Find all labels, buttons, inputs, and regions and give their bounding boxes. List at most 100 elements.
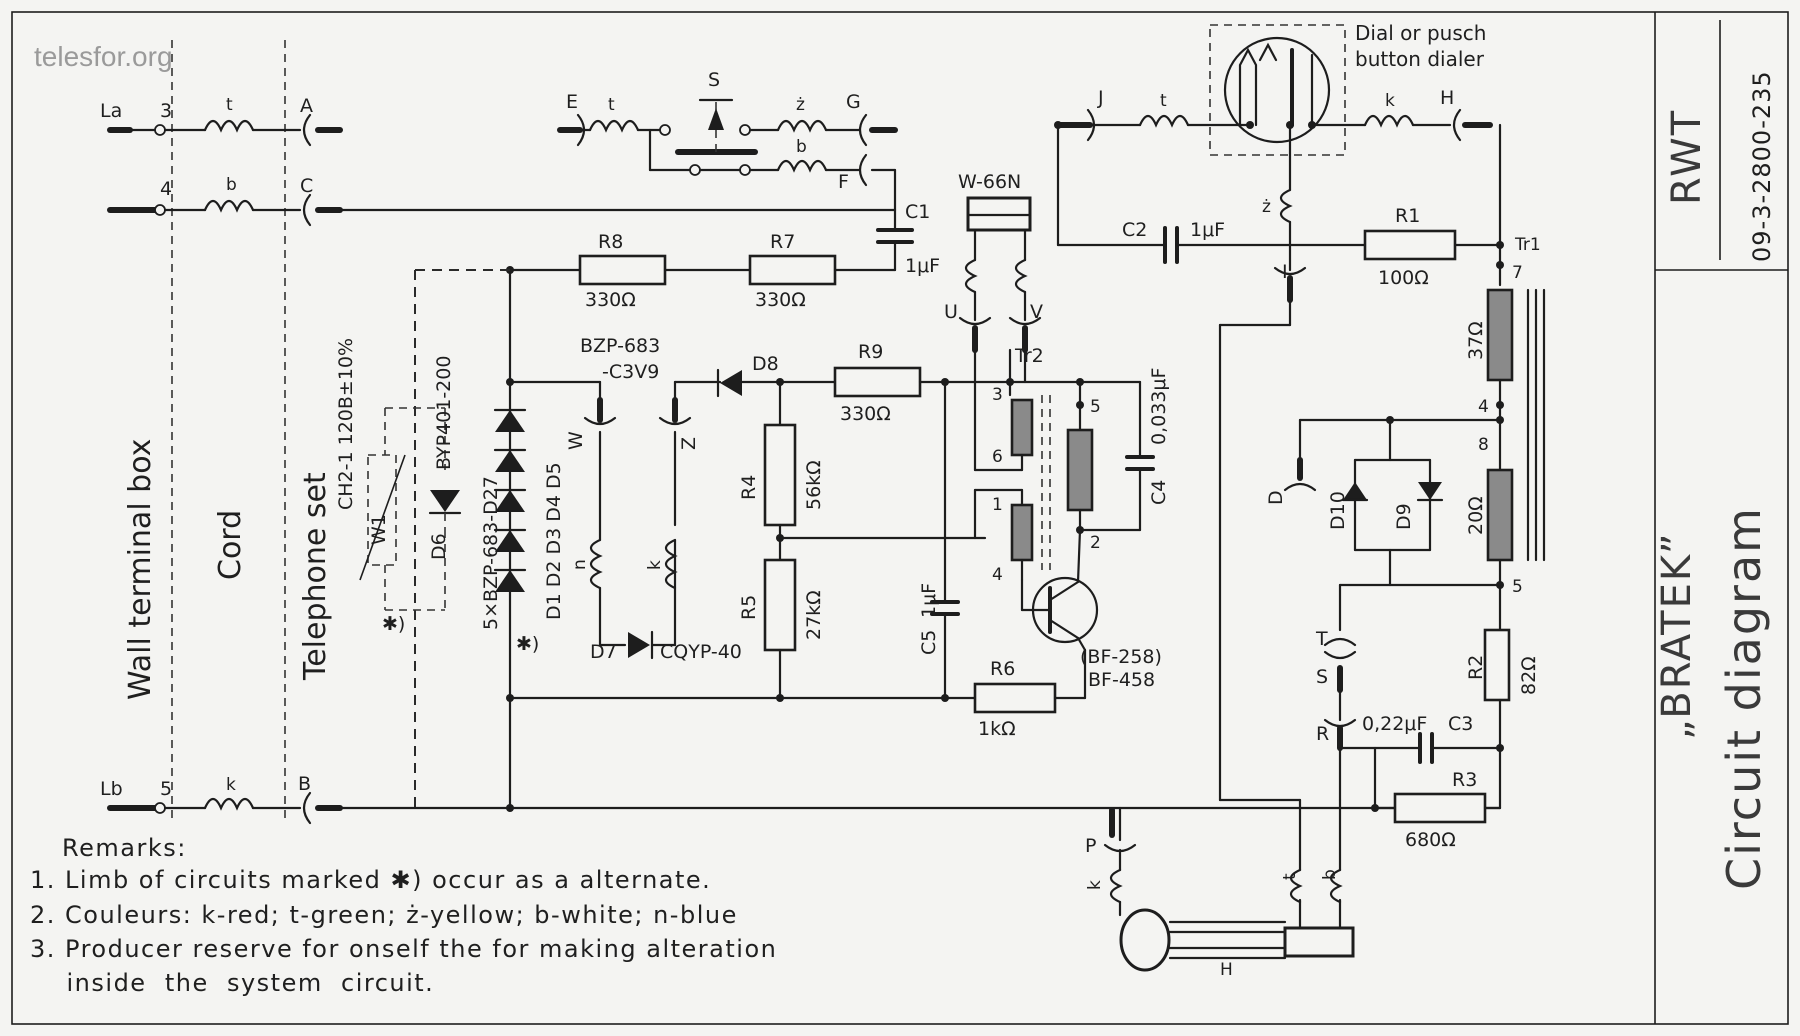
coil-20-label: 20Ω [1465,496,1487,535]
label-tr2-4: 4 [992,565,1003,585]
d8-label: D8 [752,353,779,375]
label-tr2-3: 3 [992,385,1003,405]
maker-label: RWT [1664,109,1710,205]
transistor [1020,528,1099,652]
c2-name: C2 [1122,219,1147,241]
c5-value: 1μF [918,583,940,618]
r6-name: R6 [990,658,1015,680]
label-T: T [1315,628,1328,650]
bias-network [508,378,1087,714]
transistor-type-1: (BF-258) [1080,646,1162,668]
outer-frame [11,11,1789,1025]
r3-name: R3 [1452,769,1477,791]
diode-stack-label: D1 D2 D3 D4 D5 [543,462,565,620]
label-P: P [1085,835,1096,857]
zener-branch [508,366,1012,660]
r7-value: 330Ω [755,289,806,311]
remarks: Remarks: 1. Limb of circuits marked ✱) o… [30,834,776,997]
label-C: C [300,175,313,197]
label-R: R [1316,723,1329,745]
label-3: 3 [160,100,172,122]
handset [1103,798,1355,972]
r9-name: R9 [858,341,883,363]
d6-type: BYP401-200 [433,356,455,470]
telephone-set-label: Telephone set [298,472,333,681]
wire-k3: k [645,560,665,570]
wire-k1: k [226,775,236,795]
wire-k4: k [1085,880,1105,890]
label-La: La [100,100,122,122]
coil-37-label: 37Ω [1465,321,1487,360]
product-name: „BRATEK” [1654,531,1700,740]
diode-stack-type: 5×BZP-683-D27 [480,476,502,630]
label-H: H [1440,87,1454,109]
r8-r7-branch [506,254,897,812]
component-labels: R8 330Ω R7 330Ω R9 330Ω R1 100Ω R4 56kΩ … [335,171,1540,851]
line-j-h [1054,108,1504,802]
label-pin8: 8 [1478,435,1489,455]
w1-type: CH2-1 120B±10% [335,338,357,510]
r2-value: 82Ω [1518,656,1540,695]
terminal-labels: La 3 4 Lb 5 A C B E S G F J H I U V W Z … [100,69,1541,980]
wire-n1: n [570,559,590,570]
r7-name: R7 [770,231,795,253]
label-H2: H [1220,960,1233,980]
d7-type: CQYP-40 [660,641,742,663]
wire-z2: ż [1262,197,1271,217]
bzp683-label-1: BZP-683 [580,335,660,357]
bzp683-label-2: -C3V9 [602,361,659,383]
label-S: S [708,69,720,91]
label-F: F [838,171,849,193]
r3-value: 680Ω [1405,829,1456,851]
label-tr2-1: 1 [992,495,1003,515]
r6-value: 1kΩ [978,718,1016,740]
dialer-label-2: button dialer [1355,47,1485,71]
diode-stack [493,408,527,592]
r2-name: R2 [1465,655,1487,680]
c2-value: 1μF [1190,219,1225,241]
label-D: D [1265,490,1287,505]
remarks-heading: Remarks: [62,834,187,862]
c3-name: C3 [1448,713,1473,735]
alternate-circuit [359,269,510,808]
r4-value: 56kΩ [803,460,825,510]
cord-label: Cord [213,510,248,580]
line-a [107,98,898,212]
c4-name: C4 [1148,480,1170,505]
label-4: 4 [160,178,172,200]
star-mark-1: ✱) [382,613,405,635]
d10-label: D10 [1327,491,1349,530]
wire-k2: k [1385,91,1395,111]
line-lb [107,791,1502,825]
wire-t4: t [1280,873,1300,880]
wire-b2: b [796,137,807,157]
star-mark-2: ✱) [516,633,539,655]
wall-terminal-box-label: Wall terminal box [123,439,158,700]
w1-label: W1 [368,514,390,545]
label-Z: Z [678,437,700,450]
d6-label: D6 [428,533,450,560]
d7-label: D7 [590,641,617,663]
label-E: E [566,91,578,113]
c5-name: C5 [918,630,940,655]
w66n-label: W-66N [958,171,1021,193]
label-S2: S [1316,666,1328,688]
label-pin5: 5 [1512,577,1523,597]
r9-value: 330Ω [840,403,891,425]
wire-z1: ż [796,95,805,115]
tr1-induction-coil [1283,243,1546,824]
c4-value: 0,033μF [1148,368,1170,445]
label-B: B [298,773,311,795]
label-pin7: 7 [1512,263,1523,283]
dialer [1209,24,1346,156]
r1-name: R1 [1395,205,1420,227]
label-J: J [1097,87,1104,109]
r5-name: R5 [738,595,760,620]
label-pin4: 4 [1478,397,1489,417]
r8-name: R8 [598,231,623,253]
label-5: 5 [160,778,172,800]
label-W: W [565,431,587,450]
line-b [107,193,914,272]
remark-2: 2. Couleurs: k-red; t-green; ż-yellow; b… [30,901,738,929]
